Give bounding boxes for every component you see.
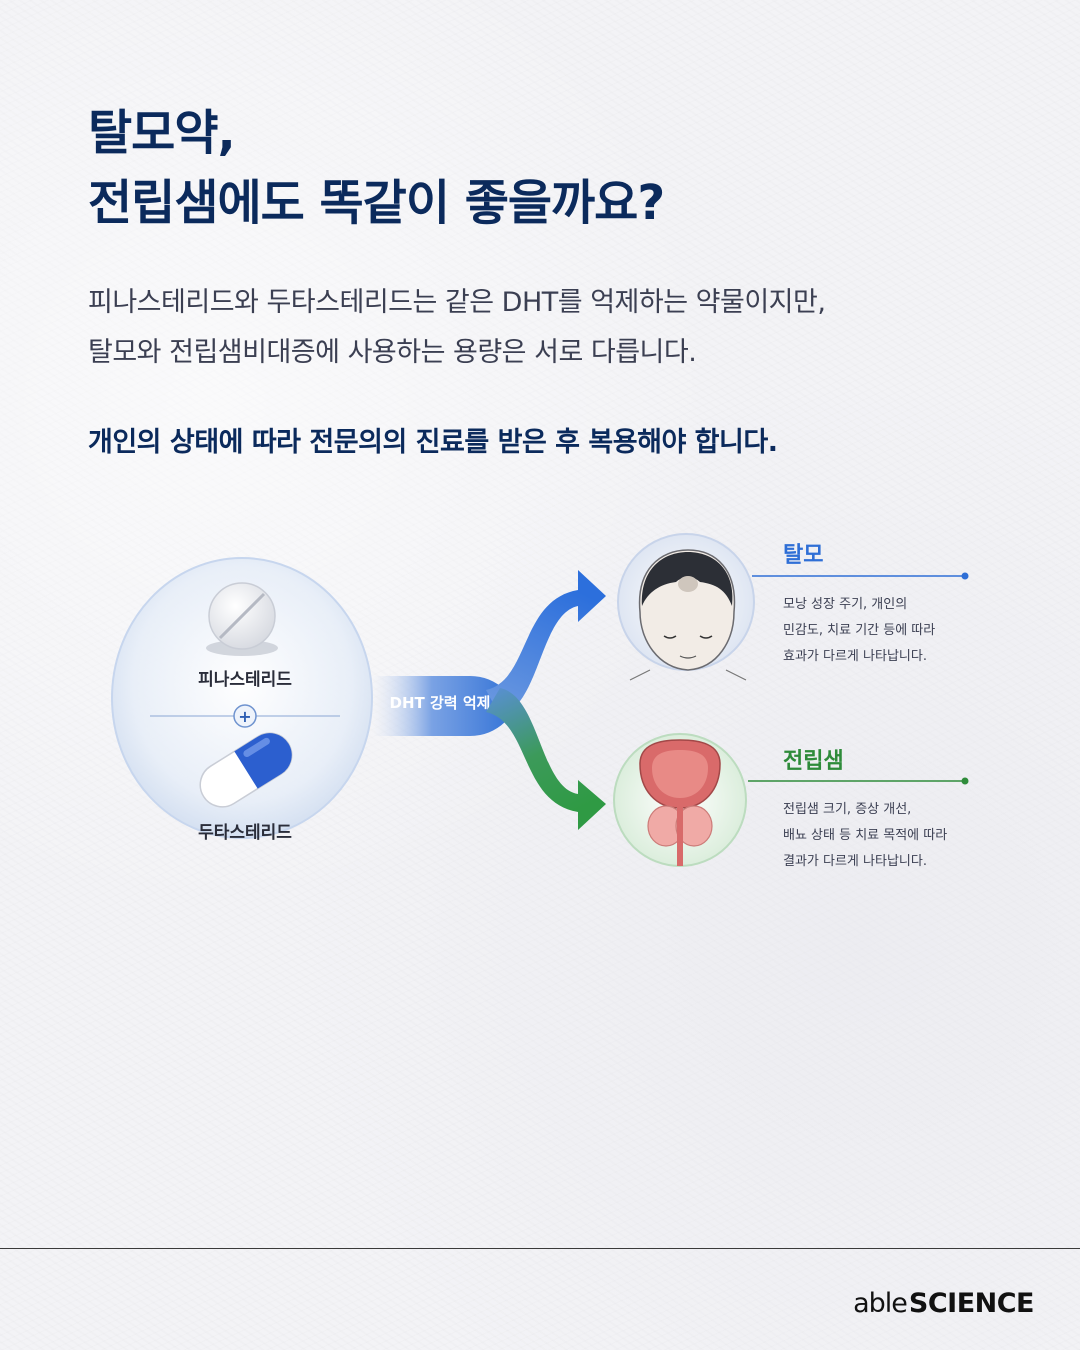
drug-label-finasteride: 피나스테리드 <box>198 670 292 690</box>
hairloss-desc-line-1: 모낭 성장 주기, 개인의 <box>783 597 907 612</box>
description-line-1: 피나스테리드와 두타스테리드는 같은 DHT를 억제하는 약물이지만, <box>88 287 826 318</box>
description-line-2: 탈모와 전립샘비대증에 사용하는 용량은 서로 다릅니다. <box>88 337 697 368</box>
plus-sign: + <box>238 707 251 726</box>
title-line-2: 전립샘에도 똑같이 좋을까요? <box>88 175 665 231</box>
brand-part-2: SCIENCE <box>908 1288 1035 1319</box>
footer-divider <box>0 1248 1080 1249</box>
flow-label: DHT 강력 억제 <box>390 694 491 712</box>
dht-diagram: 피나스테리드 + 두타스테리드 DHT 강력 억제 탈모 <box>111 533 969 869</box>
arrow-to-hairloss <box>486 570 606 716</box>
prostate-desc-line-3: 결과가 다르게 나타납니다. <box>783 854 927 869</box>
prostate-desc-line-2: 배뇨 상태 등 치료 목적에 따라 <box>783 828 947 843</box>
hairloss-title: 탈모 <box>783 543 823 568</box>
arrow-to-prostate <box>486 688 606 830</box>
hairloss-connector-dot <box>961 572 969 580</box>
head-illustration <box>617 533 755 681</box>
tablet-icon <box>206 582 278 656</box>
title-line-1: 탈모약, <box>88 105 236 161</box>
prostate-illustration <box>613 733 747 867</box>
prostate-desc-line-1: 전립샘 크기, 증상 개선, <box>783 802 911 817</box>
brand-logo: able SCIENCE <box>853 1288 1034 1319</box>
brand-part-1: able <box>853 1288 908 1319</box>
flow-stem <box>372 676 505 736</box>
prostate-connector-dot <box>961 777 969 785</box>
plus-icon <box>233 704 257 728</box>
capsule-icon <box>199 732 293 808</box>
notice-text: 개인의 상태에 따라 전문의의 진료를 받은 후 복용해야 합니다. <box>88 427 778 458</box>
prostate-title: 전립샘 <box>783 749 844 774</box>
hairloss-desc-line-3: 효과가 다르게 나타납니다. <box>783 649 927 664</box>
hairloss-desc-line-2: 민감도, 치료 기간 등에 따라 <box>783 623 935 638</box>
description: 피나스테리드와 두타스테리드는 같은 DHT를 억제하는 약물이지만, 탈모와 … <box>88 278 826 378</box>
drug-label-dutasteride: 두타스테리드 <box>198 823 292 843</box>
page-title: 탈모약, 전립샘에도 똑같이 좋을까요? <box>88 98 665 238</box>
